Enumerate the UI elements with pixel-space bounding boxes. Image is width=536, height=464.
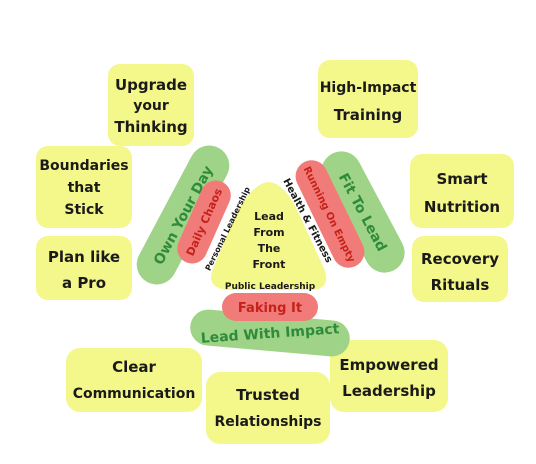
- note-upgrade-thinking: Upgrade your Thinking: [108, 64, 194, 146]
- note-recovery-rituals-line-2: Rituals: [431, 276, 490, 294]
- note-boundaries-stick-line-2: that: [68, 180, 101, 196]
- note-clear-communication-line-1: Clear: [112, 358, 156, 376]
- note-boundaries-stick: Boundaries that Stick: [36, 146, 132, 228]
- note-upgrade-thinking-line-3: Thinking: [114, 118, 187, 136]
- center-public-leadership: Public Leadership: [225, 282, 316, 292]
- center-line-1: Lead: [254, 210, 284, 223]
- note-recovery-rituals-line-1: Recovery: [421, 250, 499, 268]
- note-trusted-relationships-line-2: Relationships: [214, 414, 321, 430]
- note-plan-like-pro-line-2: a Pro: [62, 274, 106, 292]
- center-line-4: Front: [253, 258, 286, 271]
- note-trusted-relationships-line-1: Trusted: [236, 386, 300, 404]
- note-high-impact-training-line-2: Training: [334, 106, 402, 124]
- note-empowered-leadership: Empowered Leadership: [330, 340, 448, 412]
- note-boundaries-stick-line-3: Stick: [64, 202, 104, 218]
- note-smart-nutrition: Smart Nutrition: [410, 154, 514, 228]
- note-upgrade-thinking-line-2: your: [133, 98, 169, 114]
- note-clear-communication-line-2: Communication: [73, 386, 196, 402]
- note-plan-like-pro: Plan like a Pro: [36, 236, 132, 300]
- warning-faking-it: Faking It: [222, 293, 318, 321]
- note-upgrade-thinking-line-1: Upgrade: [115, 76, 187, 94]
- note-smart-nutrition-line-1: Smart: [436, 170, 487, 188]
- note-empowered-leadership-line-1: Empowered: [339, 356, 438, 374]
- note-high-impact-training-line-1: High-Impact: [320, 80, 417, 96]
- center-line-3: The: [258, 242, 281, 255]
- note-clear-communication: Clear Communication: [66, 348, 202, 412]
- note-recovery-rituals: Recovery Rituals: [412, 236, 508, 302]
- note-boundaries-stick-line-1: Boundaries: [39, 158, 128, 174]
- warning-faking-it-label: Faking It: [238, 301, 302, 316]
- note-trusted-relationships: Trusted Relationships: [206, 372, 330, 444]
- note-empowered-leadership-line-2: Leadership: [342, 382, 436, 400]
- center-line-2: From: [253, 226, 284, 239]
- note-high-impact-training: High-Impact Training: [318, 60, 418, 138]
- arc-lead-with-impact: Lead With Impact: [190, 309, 350, 357]
- note-smart-nutrition-line-2: Nutrition: [424, 198, 500, 216]
- note-plan-like-pro-line-1: Plan like: [48, 248, 120, 266]
